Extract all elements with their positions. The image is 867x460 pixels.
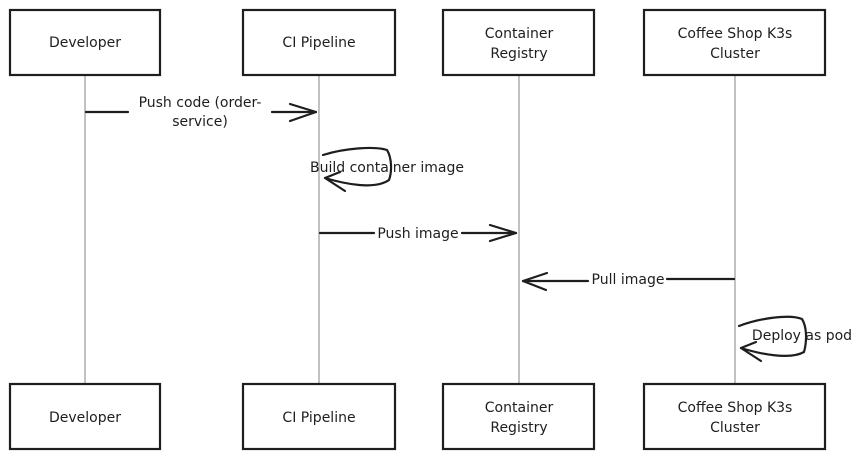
participant-label: Container: [485, 400, 554, 416]
participant-coffee-shop-cluster-top: Coffee Shop K3s Cluster: [642, 8, 827, 77]
participant-label: Coffee Shop K3s: [678, 400, 793, 416]
participant-developer-top: Developer: [8, 8, 162, 77]
message-deploy-as-pod: Deploy as pod: [737, 315, 852, 363]
message-label: service): [172, 114, 228, 130]
message-label: Push code (order-: [139, 95, 262, 111]
arrowhead-icon: [488, 223, 518, 243]
participant-label: Coffee Shop K3s: [678, 26, 793, 42]
participant-ci-pipeline-top: CI Pipeline: [241, 8, 397, 77]
arrowhead-icon: [739, 340, 763, 363]
participant-coffee-shop-cluster-bottom: Coffee Shop K3s Cluster: [642, 382, 827, 451]
message-push-code: Push code (order- service): [84, 95, 318, 130]
self-message-loop: [737, 315, 808, 357]
participant-label: Cluster: [710, 46, 760, 62]
arrowhead-icon: [521, 271, 549, 292]
participant-container-registry-top: Container Registry: [441, 8, 596, 77]
participant-developer-bottom: Developer: [8, 382, 162, 451]
message-label: Build container image: [310, 160, 464, 176]
message-build-container-image: Build container image: [310, 146, 464, 193]
participant-label: CI Pipeline: [282, 35, 355, 51]
participant-label: CI Pipeline: [282, 410, 355, 426]
participant-ci-pipeline-bottom: CI Pipeline: [241, 382, 397, 451]
message-label: Pull image: [592, 272, 665, 288]
participant-label: Container: [485, 26, 554, 42]
arrowhead-icon: [323, 170, 347, 193]
message-push-image: Push image: [318, 223, 518, 243]
participant-container-registry-bottom: Container Registry: [441, 382, 596, 451]
participant-label: Cluster: [710, 420, 760, 436]
arrowhead-icon: [288, 102, 318, 123]
participant-label: Registry: [490, 420, 547, 436]
message-label: Deploy as pod: [752, 328, 852, 344]
self-message-loop: [321, 146, 393, 187]
message-pull-image: Pull image: [521, 271, 736, 292]
participant-label: Developer: [49, 35, 121, 51]
participant-label: Developer: [49, 410, 121, 426]
message-label: Push image: [377, 226, 458, 242]
participant-label: Registry: [490, 46, 547, 62]
